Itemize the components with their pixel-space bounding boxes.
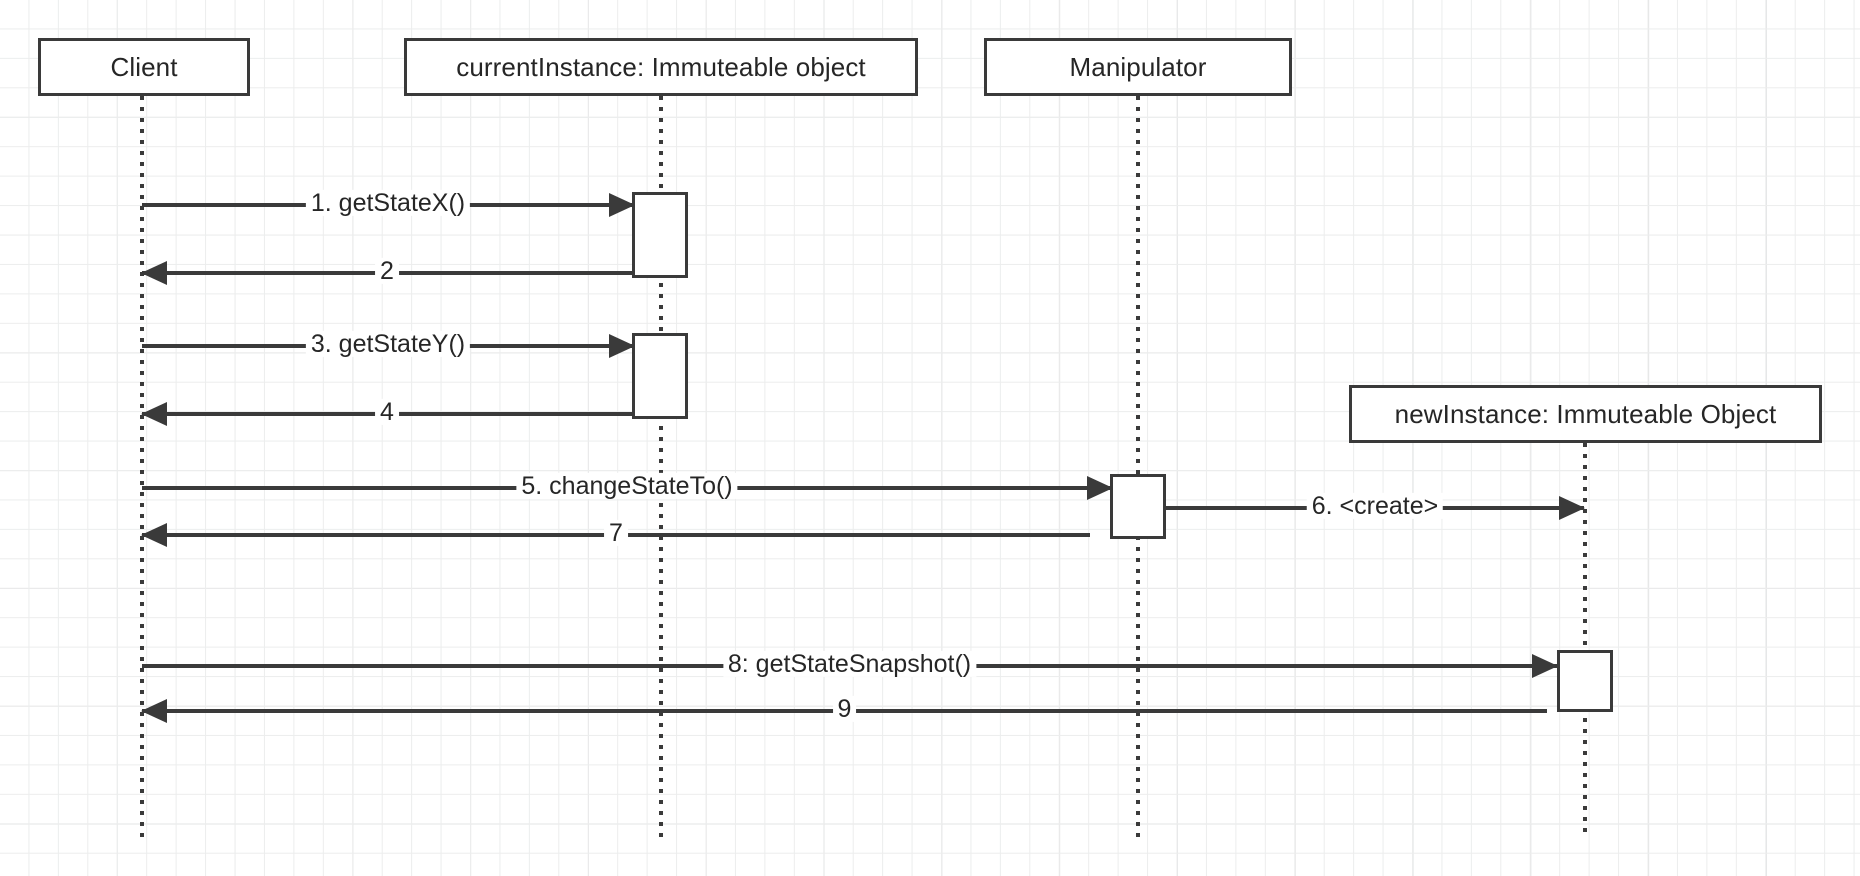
lifeline-label-newinstance: newInstance: Immuteable Object bbox=[1394, 398, 1777, 429]
arrowhead-right-icon bbox=[609, 334, 635, 358]
message-label-8: 8: getStateSnapshot() bbox=[722, 651, 977, 677]
arrowhead-right-icon bbox=[609, 193, 635, 217]
message-label-6: 6. <create> bbox=[1306, 493, 1444, 519]
arrowhead-right-icon bbox=[1559, 496, 1585, 520]
message-label-2: 2 bbox=[375, 258, 399, 284]
message-label-4: 4 bbox=[375, 399, 399, 425]
lifeline-label-manipulator: Manipulator bbox=[1069, 51, 1207, 82]
activation-bar-newinstance-1 bbox=[1557, 650, 1613, 712]
lifeline-line-newinstance bbox=[1583, 443, 1587, 838]
activation-bar-currentinstance-2 bbox=[632, 333, 688, 419]
arrowhead-left-icon bbox=[141, 523, 167, 547]
lifeline-label-currentinstance: currentInstance: Immuteable object bbox=[456, 51, 866, 82]
arrowhead-left-icon bbox=[141, 261, 167, 285]
lifeline-head-manipulator[interactable]: Manipulator bbox=[984, 38, 1292, 96]
message-label-1: 1. getStateX() bbox=[305, 190, 471, 216]
activation-bar-currentinstance-1 bbox=[632, 192, 688, 278]
lifeline-line-client bbox=[140, 96, 144, 838]
arrowhead-left-icon bbox=[141, 402, 167, 426]
lifeline-head-newinstance[interactable]: newInstance: Immuteable Object bbox=[1349, 385, 1822, 443]
activation-bar-manipulator-1 bbox=[1110, 474, 1166, 539]
lifeline-line-currentinstance bbox=[659, 96, 663, 838]
lifeline-line-manipulator bbox=[1136, 96, 1140, 838]
lifeline-label-client: Client bbox=[110, 51, 178, 82]
message-label-7: 7 bbox=[604, 520, 628, 546]
arrowhead-right-icon bbox=[1532, 654, 1558, 678]
message-label-9: 9 bbox=[832, 696, 857, 722]
arrowhead-left-icon bbox=[141, 699, 167, 723]
message-label-5: 5. changeStateTo() bbox=[516, 473, 738, 499]
message-label-3: 3. getStateY() bbox=[305, 331, 471, 357]
lifeline-head-client[interactable]: Client bbox=[38, 38, 250, 96]
arrowhead-right-icon bbox=[1087, 476, 1113, 500]
lifeline-head-currentinstance[interactable]: currentInstance: Immuteable object bbox=[404, 38, 918, 96]
